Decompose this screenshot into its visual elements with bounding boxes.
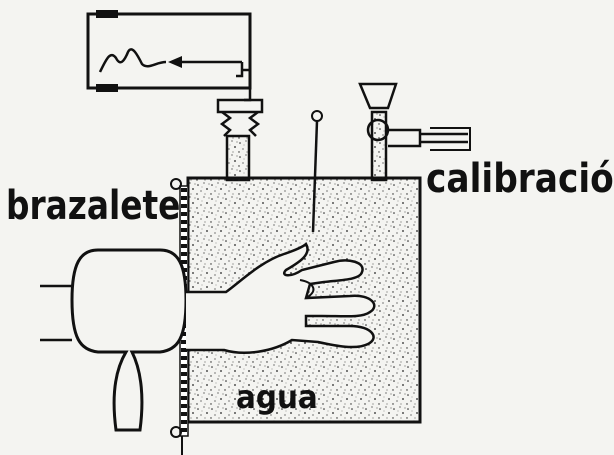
cuff-label: brazalete bbox=[6, 183, 180, 229]
scale-tick bbox=[181, 372, 187, 376]
scale-tick bbox=[181, 356, 187, 360]
calibration-label: calibración bbox=[426, 156, 614, 202]
scale-tick bbox=[181, 204, 187, 208]
scale-tick bbox=[181, 380, 187, 384]
water-label: agua bbox=[236, 378, 318, 416]
scale-tick bbox=[181, 420, 187, 424]
bellows bbox=[218, 100, 262, 136]
scale-tick bbox=[181, 364, 187, 368]
scale-tick bbox=[181, 388, 187, 392]
scale-tick bbox=[181, 252, 187, 256]
scale-tick bbox=[181, 196, 187, 200]
cuff-bulb bbox=[40, 250, 186, 430]
pulse-trace bbox=[100, 49, 166, 72]
scale-tick bbox=[181, 212, 187, 216]
recorder bbox=[88, 10, 250, 92]
pointer-arrow-icon bbox=[168, 56, 182, 68]
scale-tick bbox=[181, 412, 187, 416]
transducer-tube bbox=[236, 62, 242, 76]
scale-tick bbox=[181, 220, 187, 224]
scale-tick bbox=[181, 236, 187, 240]
riser-tube-left bbox=[227, 136, 249, 180]
scale-tick bbox=[181, 188, 187, 192]
scale-tick bbox=[181, 244, 187, 248]
scale-tick bbox=[181, 404, 187, 408]
scale-tick bbox=[181, 228, 187, 232]
scale-tick bbox=[181, 396, 187, 400]
